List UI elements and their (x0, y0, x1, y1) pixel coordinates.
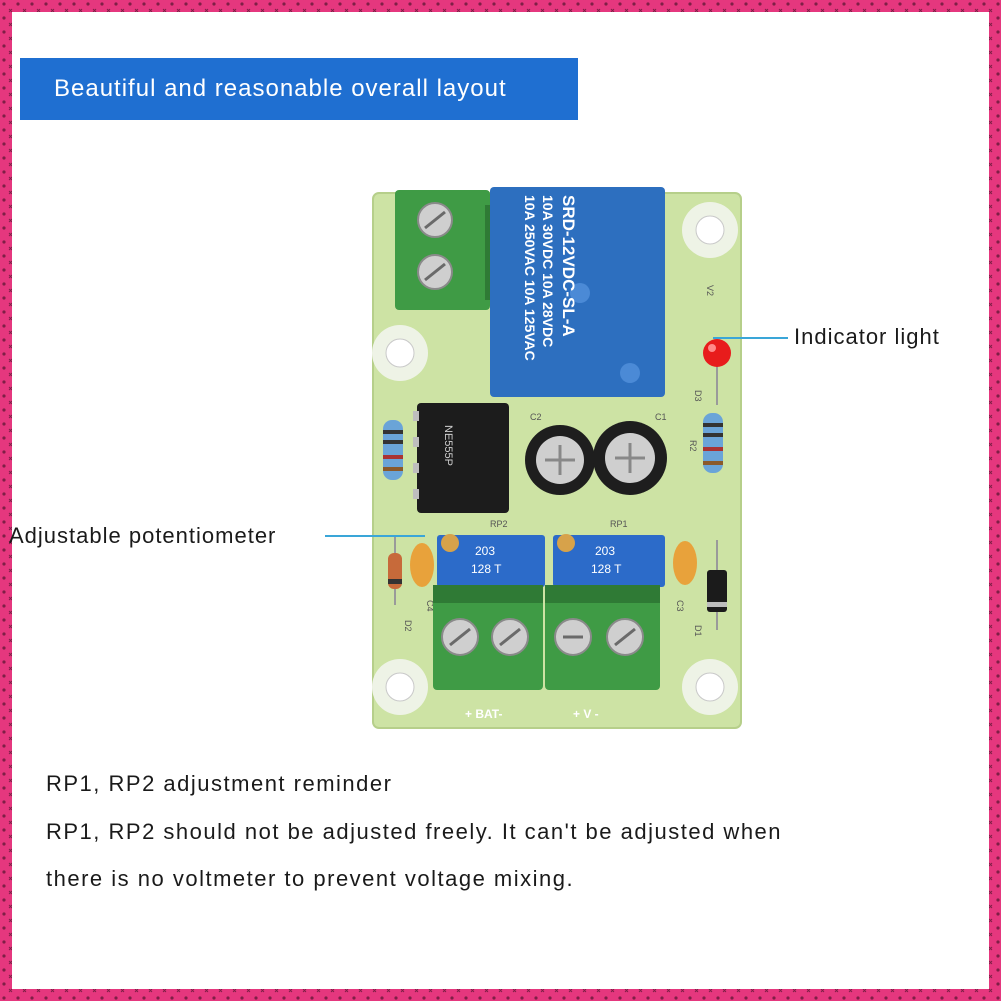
label-bat: + BAT- (465, 707, 502, 721)
ceramic-cap-c3 (673, 541, 697, 585)
title-banner: Beautiful and reasonable overall layout (20, 58, 578, 120)
pcb-module-photo: 10A 250VAC 10A 125VAC 10A 30VDC 10A 28VD… (355, 175, 750, 735)
label-d3: D3 (693, 390, 703, 402)
label-c4: C4 (425, 600, 435, 612)
label-c1: C1 (655, 412, 667, 422)
rp2-code: 203 (475, 544, 495, 558)
ic-text: NE555P (442, 425, 454, 466)
mounting-holes (372, 202, 738, 715)
potentiometer-rp1: 203 128 T (553, 534, 665, 587)
ceramic-cap-c4 (410, 543, 434, 587)
rp1-code: 203 (595, 544, 615, 558)
relay-text-3: SRD-12VDC-SL-A (559, 195, 578, 337)
relay: 10A 250VAC 10A 125VAC 10A 30VDC 10A 28VD… (490, 187, 665, 397)
reminder-line-1: RP1, RP2 should not be adjusted freely. … (46, 819, 783, 844)
top-terminal-block (395, 190, 503, 310)
label-v2: V2 (705, 285, 715, 296)
content-canvas: Beautiful and reasonable overall layout (12, 12, 989, 989)
potentiometer-callout: Adjustable potentiometer (9, 523, 277, 548)
potentiometer-leader-line (325, 535, 425, 537)
label-d2: D2 (403, 620, 413, 632)
diode-d1 (707, 540, 727, 630)
relay-text-2: 10A 30VDC 10A 28VDC (540, 195, 556, 347)
resistor-right-r2 (703, 413, 723, 473)
label-r2: R2 (688, 440, 698, 452)
pcb-illustration: 10A 250VAC 10A 125VAC 10A 30VDC 10A 28VD… (372, 187, 742, 729)
reminder-line-2: there is no voltmeter to prevent voltage… (46, 866, 575, 891)
label-d1: D1 (693, 625, 703, 637)
relay-text-1: 10A 250VAC 10A 125VAC (522, 195, 538, 361)
label-rp2: RP2 (490, 519, 508, 529)
label-c2: C2 (530, 412, 542, 422)
indicator-leader-line (713, 337, 788, 339)
reminder-heading: RP1, RP2 adjustment reminder (46, 771, 393, 796)
label-c3: C3 (675, 600, 685, 612)
capacitor-c1 (593, 421, 667, 495)
label-v: + V - (573, 707, 599, 721)
capacitor-c2 (525, 425, 595, 495)
label-rp1: RP1 (610, 519, 628, 529)
bottom-terminal-v (545, 585, 660, 690)
rp2-sub: 128 T (471, 562, 502, 576)
indicator-led (703, 339, 731, 405)
resistor-left (383, 420, 403, 480)
diode-d2 (388, 535, 402, 605)
potentiometer-rp2: 203 128 T (437, 534, 545, 587)
rp1-sub: 128 T (591, 562, 622, 576)
bottom-terminal-bat (433, 585, 543, 690)
indicator-light-callout: Indicator light (794, 324, 940, 349)
ne555-chip: NE555P (413, 403, 509, 513)
